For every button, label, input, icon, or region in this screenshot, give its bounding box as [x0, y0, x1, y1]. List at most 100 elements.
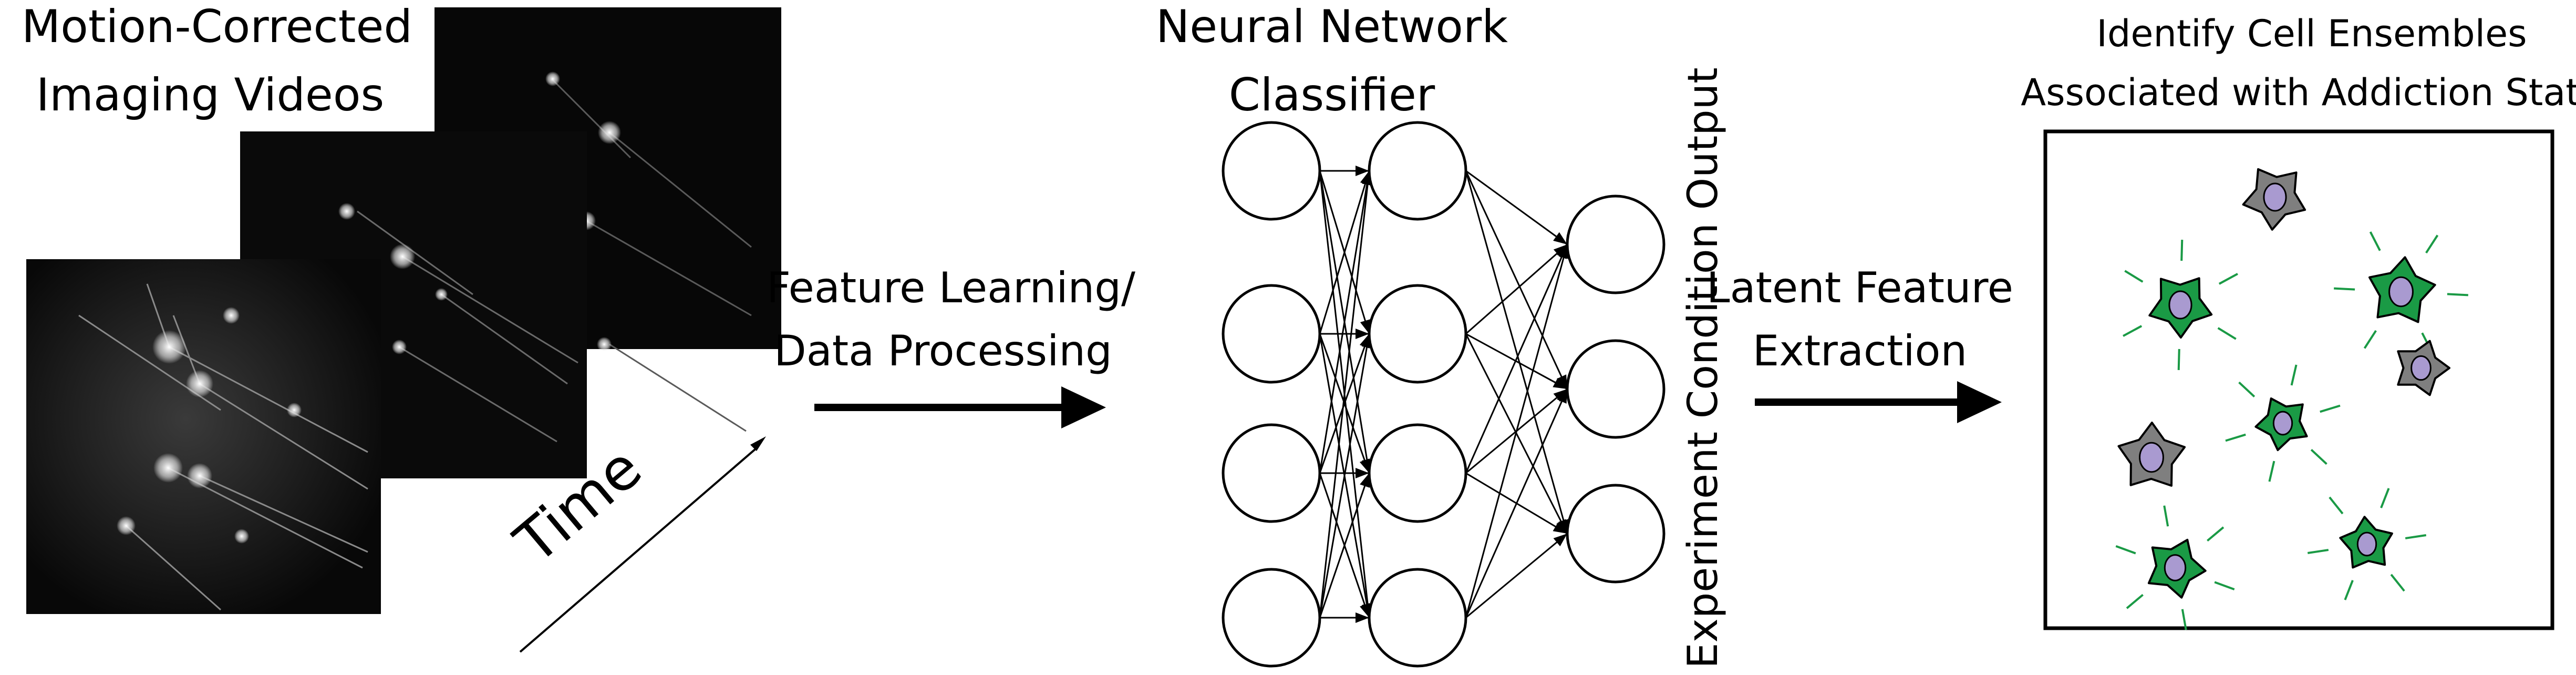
- connection-0-3-0: [1319, 170, 1370, 618]
- connection-0-3-1: [1319, 333, 1370, 618]
- activity-ray: [2163, 505, 2169, 527]
- connection-head-0-0-0: [1356, 166, 1369, 176]
- connection-1-2-0: [1465, 244, 1568, 474]
- activity-ray: [2405, 534, 2427, 539]
- activity-ray: [2447, 293, 2468, 296]
- cell-nucleus: [2139, 442, 2164, 473]
- cell-nucleus: [2411, 355, 2432, 381]
- connection-head-0-3-3: [1356, 612, 1369, 623]
- frame-2-neurons: [357, 210, 578, 443]
- activity-ray: [2180, 239, 2184, 261]
- activity-ray: [2344, 580, 2354, 600]
- node-layer2-2: [1368, 284, 1467, 384]
- connection-1-3-0: [1465, 244, 1568, 618]
- feature-learning-step: Feature Learning/ Data Processing: [767, 263, 1135, 428]
- latent-label-line1: Latent Feature: [1706, 263, 2013, 312]
- activity-ray: [2238, 381, 2256, 398]
- network-title-line1: Neural Network: [1156, 1, 1508, 53]
- activity-ray: [2123, 325, 2143, 337]
- node-layer1-2: [1222, 284, 1321, 384]
- connection-head-1-0-1: [1556, 374, 1567, 389]
- connection-head-1-1-0: [1553, 244, 1567, 258]
- network-panel: Neural Network Classifier Experiment Con…: [1156, 1, 1727, 669]
- node-layer1-4: [1222, 568, 1321, 668]
- connection-head-1-3-1: [1557, 389, 1567, 404]
- imaging-panel: Motion-Corrected Imaging Videos Time: [0, 0, 781, 653]
- network-nodes: [1222, 121, 1665, 668]
- imaging-title-backdrop: [0, 0, 434, 130]
- inactive-cell-3: [2117, 422, 2186, 487]
- activity-ray: [2217, 327, 2237, 340]
- network-connections: [1319, 166, 1569, 623]
- time-arrow-head: [750, 436, 766, 451]
- connection-head-1-2-2: [1553, 522, 1567, 534]
- activity-ray: [2310, 448, 2327, 465]
- activity-ray: [2425, 234, 2439, 254]
- ensembles-title-line1: Identify Cell Ensembles: [2096, 12, 2527, 55]
- node-layer1-1: [1222, 121, 1321, 221]
- cell-nucleus: [2263, 182, 2287, 212]
- activity-ray: [2268, 461, 2275, 482]
- connection-head-1-3-2: [1553, 534, 1567, 547]
- feature-learning-arrow-head: [1061, 386, 1106, 428]
- inactive-cell-2: [2397, 340, 2450, 396]
- node-layer1-3: [1222, 423, 1321, 523]
- activity-ray: [2214, 581, 2235, 591]
- activity-ray: [2369, 231, 2381, 251]
- connection-head-0-1-2: [1359, 458, 1370, 473]
- cell-nucleus: [2388, 276, 2414, 308]
- activity-ray: [2124, 270, 2144, 283]
- node-layer3-2: [1566, 339, 1665, 439]
- activity-ray: [2290, 364, 2298, 386]
- activity-ray: [2320, 404, 2341, 413]
- connection-head-0-0-1: [1360, 319, 1371, 334]
- connection-1-0-0: [1465, 170, 1568, 246]
- cell-field: [2115, 168, 2468, 630]
- connection-1-3-2: [1465, 533, 1568, 619]
- node-layer2-4: [1368, 568, 1467, 668]
- activity-ray: [2380, 488, 2390, 508]
- latent-arrow-head: [1957, 381, 2002, 423]
- active-cell-4: [2115, 505, 2235, 630]
- activity-ray: [2126, 594, 2144, 609]
- imaging-title-line2: Imaging Videos: [36, 69, 385, 121]
- connection-head-0-2-2: [1356, 468, 1369, 478]
- activity-ray: [2225, 433, 2246, 442]
- connection-0-2-1: [1319, 333, 1370, 474]
- latent-label-line2: Extraction: [1753, 326, 1967, 375]
- connection-1-1-0: [1465, 243, 1568, 335]
- ensembles-title-line2: Associated with Addiction State: [2021, 71, 2576, 114]
- connection-head-1-2-1: [1553, 389, 1567, 402]
- connection-head-0-1-1: [1356, 329, 1369, 339]
- cell-nucleus: [2272, 411, 2293, 436]
- connection-head-0-2-3: [1360, 603, 1370, 618]
- node-layer3-1: [1566, 195, 1665, 294]
- activity-ray: [2363, 330, 2377, 349]
- video-frame-1: [26, 259, 381, 614]
- active-cell-5: [2307, 488, 2427, 600]
- latent-extraction-step: Latent Feature Extraction: [1706, 263, 2013, 423]
- time-arrow: [519, 448, 757, 653]
- node-layer2-3: [1368, 423, 1467, 523]
- activity-ray: [2115, 545, 2136, 555]
- network-title-line2: Classifier: [1229, 69, 1435, 121]
- cell-nucleus: [2356, 531, 2377, 557]
- activity-ray: [2207, 526, 2225, 542]
- connection-1-0-1: [1465, 170, 1568, 390]
- feature-learning-label-line2: Data Processing: [774, 326, 1112, 375]
- imaging-title-line1: Motion-Corrected: [22, 1, 412, 53]
- cell-nucleus: [2164, 554, 2187, 581]
- activity-ray: [2390, 574, 2405, 592]
- activity-ray: [2334, 287, 2355, 291]
- activity-ray: [2329, 496, 2344, 515]
- connection-1-3-1: [1465, 388, 1568, 618]
- activity-ray: [2181, 609, 2187, 630]
- connection-0-1-0: [1319, 170, 1370, 334]
- active-cell-3: [2225, 364, 2341, 482]
- frame-3-neurons: [551, 78, 752, 432]
- activity-ray: [2307, 549, 2329, 555]
- connection-head-1-1-1: [1553, 377, 1567, 389]
- node-layer3-3: [1566, 484, 1665, 584]
- active-cell-1: [2123, 239, 2238, 371]
